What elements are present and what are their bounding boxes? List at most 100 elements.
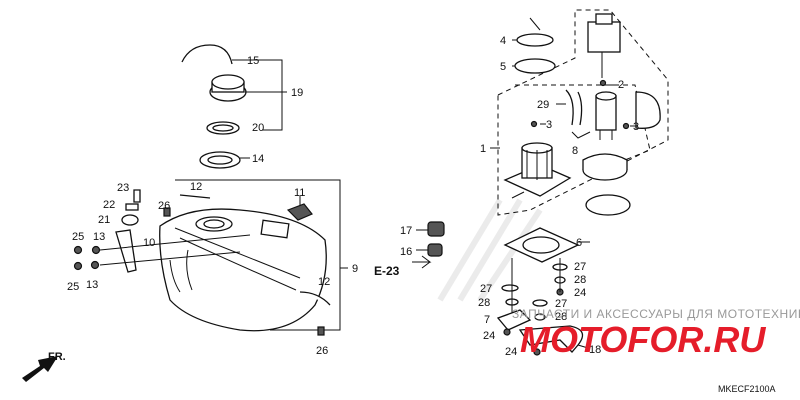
callout-11: 11 (294, 187, 305, 199)
callout-3b: 3 (633, 121, 639, 133)
fuel-tank (159, 208, 327, 332)
callout-14: 14 (252, 153, 264, 165)
clip-26-top (163, 207, 171, 217)
reference-label: E-23 (374, 264, 400, 278)
pump-dashed-outline (497, 9, 669, 216)
bracket-18 (518, 325, 584, 353)
washer-27c (532, 299, 548, 307)
leader-18 (577, 344, 589, 349)
fuel-pump-8 (595, 91, 617, 140)
collar-28c (534, 313, 546, 321)
callout-18: 18 (589, 344, 601, 356)
front-arrow (22, 356, 58, 382)
callout-23: 23 (117, 182, 129, 194)
callout-27c: 27 (555, 298, 567, 310)
callout-25b: 25 (67, 281, 79, 293)
callout-22: 22 (103, 199, 115, 211)
callout-26a: 26 (158, 200, 170, 212)
callout-27b: 27 (574, 261, 586, 273)
callout-10: 10 (143, 237, 155, 249)
callout-24b: 24 (483, 330, 495, 342)
callout-2: 2 (618, 79, 624, 91)
callout-24a: 24 (574, 287, 586, 299)
callout-8: 8 (572, 145, 578, 157)
bracket-7 (496, 309, 532, 331)
washer-25b (73, 261, 83, 271)
nut-13b (90, 260, 100, 270)
watermark-text: ЗАПЧАСТИ И АКСЕССУАРЫ ДЛЯ МОТОТЕХНИКИ (512, 307, 800, 321)
bolt-23 (133, 189, 141, 203)
pump-module-top (587, 13, 621, 87)
clip-11 (286, 203, 313, 221)
bolt-24c (533, 348, 541, 356)
gasket-6 (503, 227, 580, 263)
leaders-2-3-29 (540, 84, 638, 127)
callout-19: 19 (291, 87, 303, 99)
callout-3a: 3 (546, 119, 552, 131)
callout-6: 6 (576, 237, 582, 249)
watermark-logo: MOTOFOR.RU (520, 319, 766, 360)
callout-12a: 12 (190, 181, 202, 193)
bracket-9 (175, 179, 341, 331)
hose-12-upper (179, 194, 211, 199)
callout-21: 21 (98, 214, 110, 226)
callout-13a: 13 (93, 231, 105, 243)
callout-17: 17 (400, 225, 412, 237)
o-ring-5 (514, 58, 556, 74)
filler-cap-assembly (181, 44, 247, 169)
callout-15: 15 (247, 55, 259, 67)
callout-28c: 28 (555, 311, 567, 323)
callout-25a: 25 (72, 231, 84, 243)
hose-12-lower (299, 291, 331, 306)
reference-arrow (412, 255, 432, 269)
callout-27a: 27 (480, 283, 492, 295)
collar-22 (125, 203, 139, 211)
washer-25a (73, 245, 83, 255)
callout-7: 7 (484, 314, 490, 326)
grommet-16 (427, 243, 443, 257)
callout-9: 9 (352, 263, 358, 275)
callout-28b: 28 (574, 274, 586, 286)
nut-13a (91, 245, 101, 255)
breather-tube (181, 44, 233, 65)
callout-16: 16 (400, 246, 412, 258)
leaders-16-17 (416, 229, 428, 251)
o-ring-large (585, 194, 631, 216)
screw-3b (622, 122, 630, 130)
grommet-17 (427, 221, 445, 237)
bolt-24b (503, 328, 511, 336)
o-ring-4 (516, 33, 554, 47)
callout-29: 29 (537, 99, 549, 111)
clip-26-bottom (317, 326, 325, 336)
callout-4: 4 (500, 35, 506, 47)
callout-24c: 24 (505, 346, 517, 358)
filler-ring-inner (207, 155, 233, 165)
background-logo-hatch (437, 198, 543, 302)
callout-13b: 13 (86, 279, 98, 291)
diagram-code: MKECF2100A (718, 384, 776, 394)
callout-12b: 12 (318, 276, 330, 288)
bracket-15-20 (232, 59, 287, 131)
vertical-axis-lines (511, 258, 561, 320)
callout-26b: 26 (316, 345, 328, 357)
strap-29 (565, 89, 583, 126)
cap-gasket-inner (212, 124, 234, 132)
fuel-cap-top (211, 74, 245, 90)
bracket-8 (571, 131, 591, 139)
filter-cup-wall (582, 153, 628, 170)
leader-4-5 (512, 17, 541, 67)
screw-3a (530, 120, 538, 128)
callout-5: 5 (500, 61, 506, 73)
callout-28a: 28 (478, 297, 490, 309)
filter-clamp (635, 91, 661, 129)
bracket-10 (115, 229, 137, 273)
direction-label: FR. (48, 351, 66, 363)
rubber-21 (121, 214, 139, 226)
callout-1: 1 (480, 143, 486, 155)
mount-bracket-parts (73, 189, 325, 336)
washer-27a (501, 284, 519, 292)
mount-leader-lines (99, 234, 251, 266)
pump-base-1 (503, 142, 572, 199)
callout-20: 20 (252, 122, 264, 134)
